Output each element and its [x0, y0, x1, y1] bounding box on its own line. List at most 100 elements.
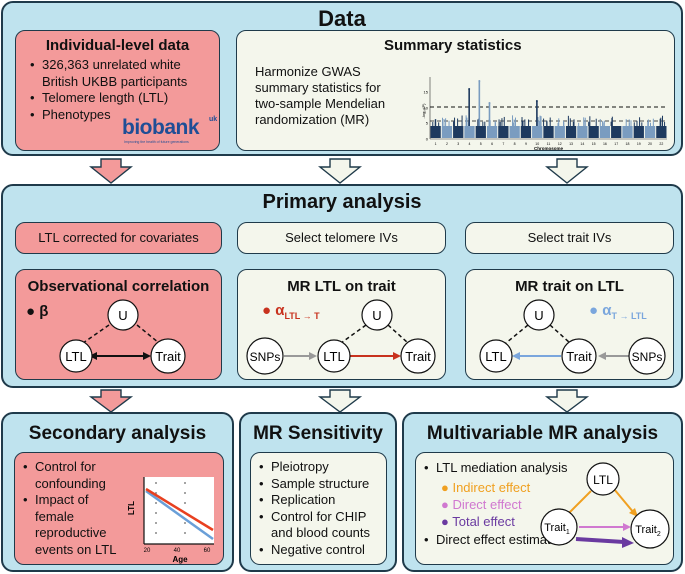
manhattan-point	[662, 115, 664, 126]
manhattan-point	[630, 120, 632, 126]
node-trait2	[630, 509, 670, 549]
step-label: LTL corrected for covariates	[38, 230, 199, 245]
manhattan-point	[457, 118, 459, 126]
manhattan-point	[641, 122, 643, 126]
sensitivity-list: Pleiotropy Sample structure Replication …	[259, 459, 382, 558]
manhattan-point	[595, 118, 597, 126]
manhattan-peak	[468, 89, 470, 126]
node-trait	[150, 338, 186, 374]
manhattan-xtick: 12	[558, 142, 562, 146]
step-select-telomere-ivs: Select telomere IVs	[237, 222, 446, 254]
list-item: Telomere length (LTL)	[30, 90, 215, 107]
alpha-t-ltl-label: ● αT → LTL	[589, 302, 647, 321]
individual-data-box: Individual-level data 326,363 unrelated …	[15, 30, 220, 151]
manhattan-xtick: 10	[535, 142, 539, 146]
manhattan-point	[448, 120, 450, 126]
manhattan-xtick: 18	[626, 142, 630, 146]
manhattan-chrom-block	[543, 126, 554, 138]
manhattan-point	[557, 122, 559, 126]
manhattan-chrom-block	[633, 126, 644, 138]
manhattan-point	[573, 119, 575, 126]
manhattan-xtick: 16	[603, 142, 607, 146]
alpha-ltl-t-label: ● αLTL → T	[262, 302, 320, 321]
manhattan-point	[512, 122, 514, 126]
manhattan-point	[465, 115, 467, 126]
manhattan-point	[659, 118, 661, 126]
manhattan-point	[650, 122, 652, 126]
node-trait	[561, 338, 597, 374]
manhattan-point	[540, 116, 542, 126]
arrow-primary-to-sensitivity	[317, 389, 363, 413]
manhattan-chrom-block	[430, 126, 441, 138]
arrow-data-to-primary-right	[545, 158, 589, 184]
manhattan-xtick: 9	[525, 142, 527, 146]
svg-text:LTL: LTL	[323, 349, 344, 364]
manhattan-chrom-block	[565, 126, 577, 138]
manhattan-point	[441, 117, 443, 126]
sensitivity-title: MR Sensitivity	[253, 423, 383, 444]
svg-text:LTL: LTL	[593, 473, 613, 487]
manhattan-point	[461, 115, 463, 126]
manhattan-point	[537, 117, 539, 126]
manhattan-peak-dot	[478, 80, 481, 82]
manhattan-point	[660, 117, 662, 126]
manhattan-point	[454, 117, 456, 126]
data-section-title: Data	[318, 6, 366, 31]
manhattan-chrom-block	[520, 126, 532, 138]
manhattan-point	[482, 121, 484, 126]
svg-text:SNPs: SNPs	[250, 350, 281, 364]
step-ltl-corrected: LTL corrected for covariates	[15, 222, 222, 254]
manhattan-point	[599, 119, 601, 126]
node-snps	[628, 337, 666, 375]
node-ltl	[479, 339, 513, 373]
manhattan-point	[501, 118, 503, 126]
manhattan-peak-dot	[535, 100, 538, 102]
individual-data-list: 326,363 unrelated white British UKBB par…	[30, 57, 215, 123]
manhattan-xtick: 8	[514, 142, 516, 146]
biobank-logo: biobank uk Improving the health of futur…	[122, 116, 218, 144]
manhattan-chrom-block	[475, 126, 486, 138]
svg-text:Age: Age	[172, 555, 188, 564]
manhattan-chrom-block	[554, 126, 565, 138]
manhattan-point	[639, 117, 641, 126]
observational-correlation-box: Observational correlation ● β U LTL Trai…	[15, 269, 222, 380]
node-trait	[400, 338, 436, 374]
individual-data-title: Individual-level data	[45, 37, 190, 54]
manhattan-point	[652, 118, 654, 126]
manhattan-xtick: 11	[547, 142, 551, 146]
beta-label: ● β	[26, 303, 49, 320]
manhattan-point	[563, 122, 565, 126]
manhattan-ylabel: -log₁₀(P)	[421, 103, 426, 119]
data-section: Data Individual-level data 326,363 unrel…	[1, 1, 683, 156]
svg-text:20: 20	[144, 548, 151, 554]
manhattan-point	[466, 117, 468, 126]
node-ltl	[586, 462, 620, 496]
manhattan-point	[625, 119, 627, 126]
manhattan-xtick: 3	[457, 142, 459, 146]
arrow-data-to-primary-left	[89, 158, 133, 184]
svg-text:U: U	[372, 308, 381, 323]
manhattan-peak-dot	[488, 102, 491, 104]
svg-text:Trait: Trait	[566, 349, 592, 364]
manhattan-point	[602, 121, 604, 126]
svg-text:Trait: Trait	[155, 349, 181, 364]
manhattan-point	[602, 122, 604, 126]
manhattan-chrom-block	[498, 126, 509, 138]
manhattan-xtick: 7	[502, 142, 504, 146]
arrow-data-to-primary-mid	[318, 158, 362, 184]
list-item: Sample structure	[259, 476, 382, 493]
manhattan-point	[628, 119, 630, 126]
manhattan-point	[647, 121, 649, 126]
secondary-section: Secondary analysis Control for confoundi…	[1, 412, 234, 572]
manhattan-chrom-block	[622, 126, 633, 138]
manhattan-chrom-block	[588, 126, 599, 138]
manhattan-point	[567, 115, 569, 126]
manhattan-chrom-block	[577, 126, 588, 138]
svg-text:Trait: Trait	[405, 349, 431, 364]
step-select-trait-ivs: Select trait IVs	[465, 222, 674, 254]
manhattan-point	[435, 119, 437, 126]
manhattan-point	[558, 118, 560, 126]
secondary-box: Control for confounding Impact of female…	[14, 452, 224, 565]
age-ltl-mini-plot: LTL 20 40 60 Age	[127, 477, 214, 564]
manhattan-point	[539, 115, 541, 126]
